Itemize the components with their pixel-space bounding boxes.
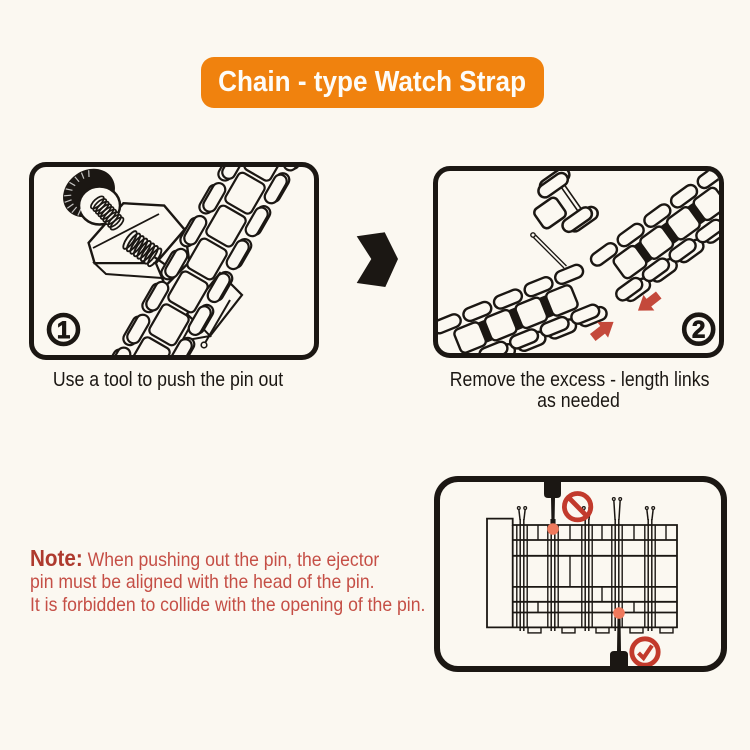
svg-text:1: 1 [57,317,70,344]
svg-text:2: 2 [692,317,705,344]
